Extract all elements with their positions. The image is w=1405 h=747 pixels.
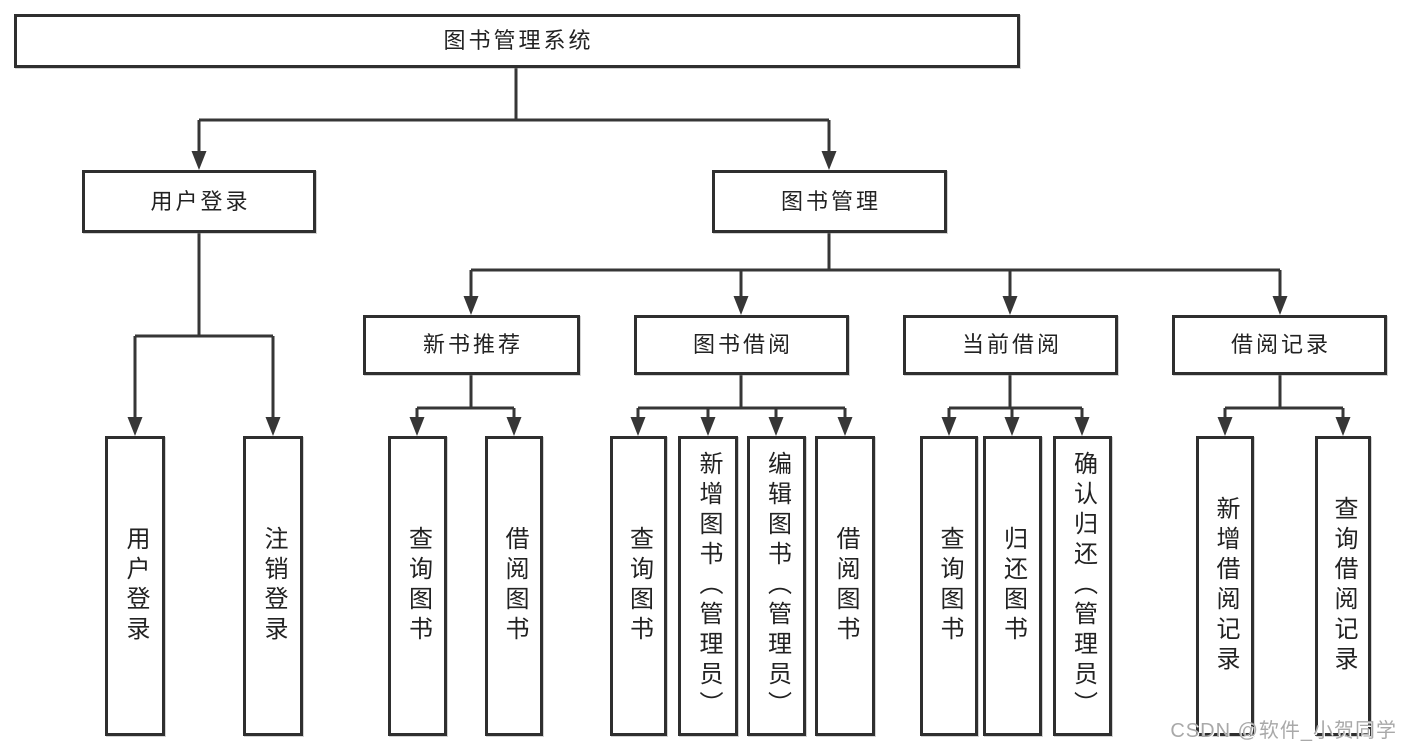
node-label: 注销登录 <box>260 526 287 646</box>
node-label: 编辑图书（管理员） <box>763 451 791 721</box>
node-label: 新增图书（管理员） <box>695 451 722 721</box>
node-leaf-user-login: 用户登录 <box>105 436 165 736</box>
node-label: 借阅记录 <box>1230 332 1331 357</box>
node-label: 用户登录 <box>150 188 251 214</box>
node-label: 借阅图书 <box>501 526 528 646</box>
node-label: 查询图书 <box>404 526 432 646</box>
node-borrowing-records: 借阅记录 <box>1172 315 1387 375</box>
node-label: 查询图书 <box>625 526 653 646</box>
node-leaf-borrow-books: 借阅图书 <box>815 436 875 736</box>
node-label: 新书推荐 <box>422 332 523 357</box>
node-label: 图书借阅 <box>692 332 793 357</box>
node-leaf-add-book-admin: 新增图书（管理员） <box>678 436 738 736</box>
node-leaf-query-books-recommend: 查询图书 <box>388 436 447 736</box>
arrowheads <box>127 151 1351 436</box>
node-label: 借阅图书 <box>832 526 859 646</box>
node-label: 当前借阅 <box>961 332 1062 357</box>
node-book-borrowing: 图书借阅 <box>634 315 849 375</box>
node-leaf-query-books-borrow: 查询图书 <box>610 436 667 736</box>
node-book-management-branch: 图书管理 <box>712 170 947 233</box>
node-leaf-edit-book-admin: 编辑图书（管理员） <box>747 436 806 736</box>
node-label: 查询图书 <box>936 526 963 646</box>
node-label: 归还图书 <box>999 526 1027 646</box>
node-leaf-borrow-books-recommend: 借阅图书 <box>485 436 543 736</box>
node-leaf-query-borrow-record: 查询借阅记录 <box>1315 436 1371 736</box>
node-leaf-return-book: 归还图书 <box>983 436 1042 736</box>
node-library-management-system: 图书管理系统 <box>14 14 1020 68</box>
node-label: 新增借阅记录 <box>1212 496 1239 676</box>
node-leaf-add-borrow-record: 新增借阅记录 <box>1196 436 1254 736</box>
node-leaf-confirm-return-admin: 确认归还（管理员） <box>1053 436 1112 736</box>
node-label: 确认归还（管理员） <box>1069 451 1097 721</box>
node-leaf-query-books-current: 查询图书 <box>920 436 978 736</box>
node-current-borrowing: 当前借阅 <box>903 315 1118 375</box>
node-user-login-branch: 用户登录 <box>82 170 316 233</box>
csdn-watermark: CSDN @软件_小贺同学 <box>1170 720 1397 742</box>
node-new-book-recommendation: 新书推荐 <box>363 315 580 375</box>
node-leaf-logout: 注销登录 <box>243 436 303 736</box>
node-label: 图书管理系统 <box>443 28 594 53</box>
node-label: 图书管理 <box>780 188 881 214</box>
node-label: 查询借阅记录 <box>1330 496 1357 676</box>
node-label: 用户登录 <box>122 526 149 646</box>
